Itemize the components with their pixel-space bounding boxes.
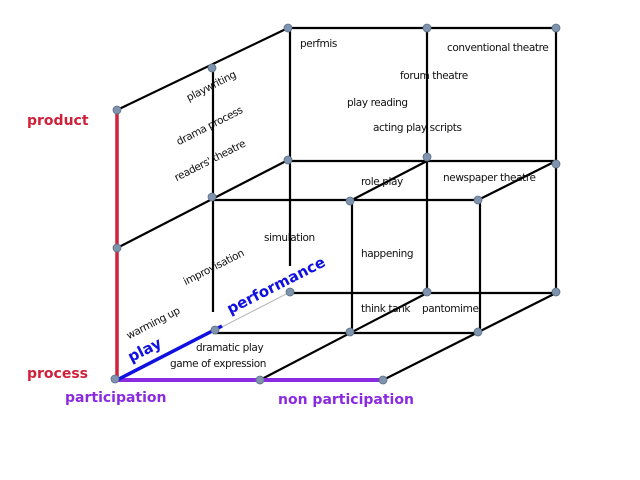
label-dramatic-play: dramatic play [196, 342, 264, 354]
label-happening: happening [361, 248, 414, 260]
non-participation-axis-label: non participation [278, 392, 414, 408]
label-newspaper-theatre: newspaper theatre [443, 172, 536, 184]
label-role-play: role play [361, 176, 403, 188]
label-pantomime: pantomime [422, 303, 479, 315]
label-perfmis: perfmis [300, 38, 337, 50]
label-acting-play-scripts: acting play scripts [373, 122, 462, 134]
play-axis-line [116, 324, 223, 382]
product-axis-label: product [27, 113, 89, 129]
label-simulation: simulation [264, 232, 315, 244]
label-think-tank: think tank [361, 303, 411, 315]
label-play-reading: play reading [347, 97, 408, 109]
performance-axis-line [219, 291, 291, 329]
grid-lines [116, 26, 558, 381]
participation-axis-label: participation [65, 390, 167, 406]
label-game-of-expression: game of expression [170, 358, 267, 370]
process-axis-label: process [27, 366, 89, 382]
grid-nodes [110, 23, 561, 385]
label-forum-theatre: forum theatre [400, 70, 468, 82]
label-conventional-theatre: conventional theatre [447, 42, 549, 54]
